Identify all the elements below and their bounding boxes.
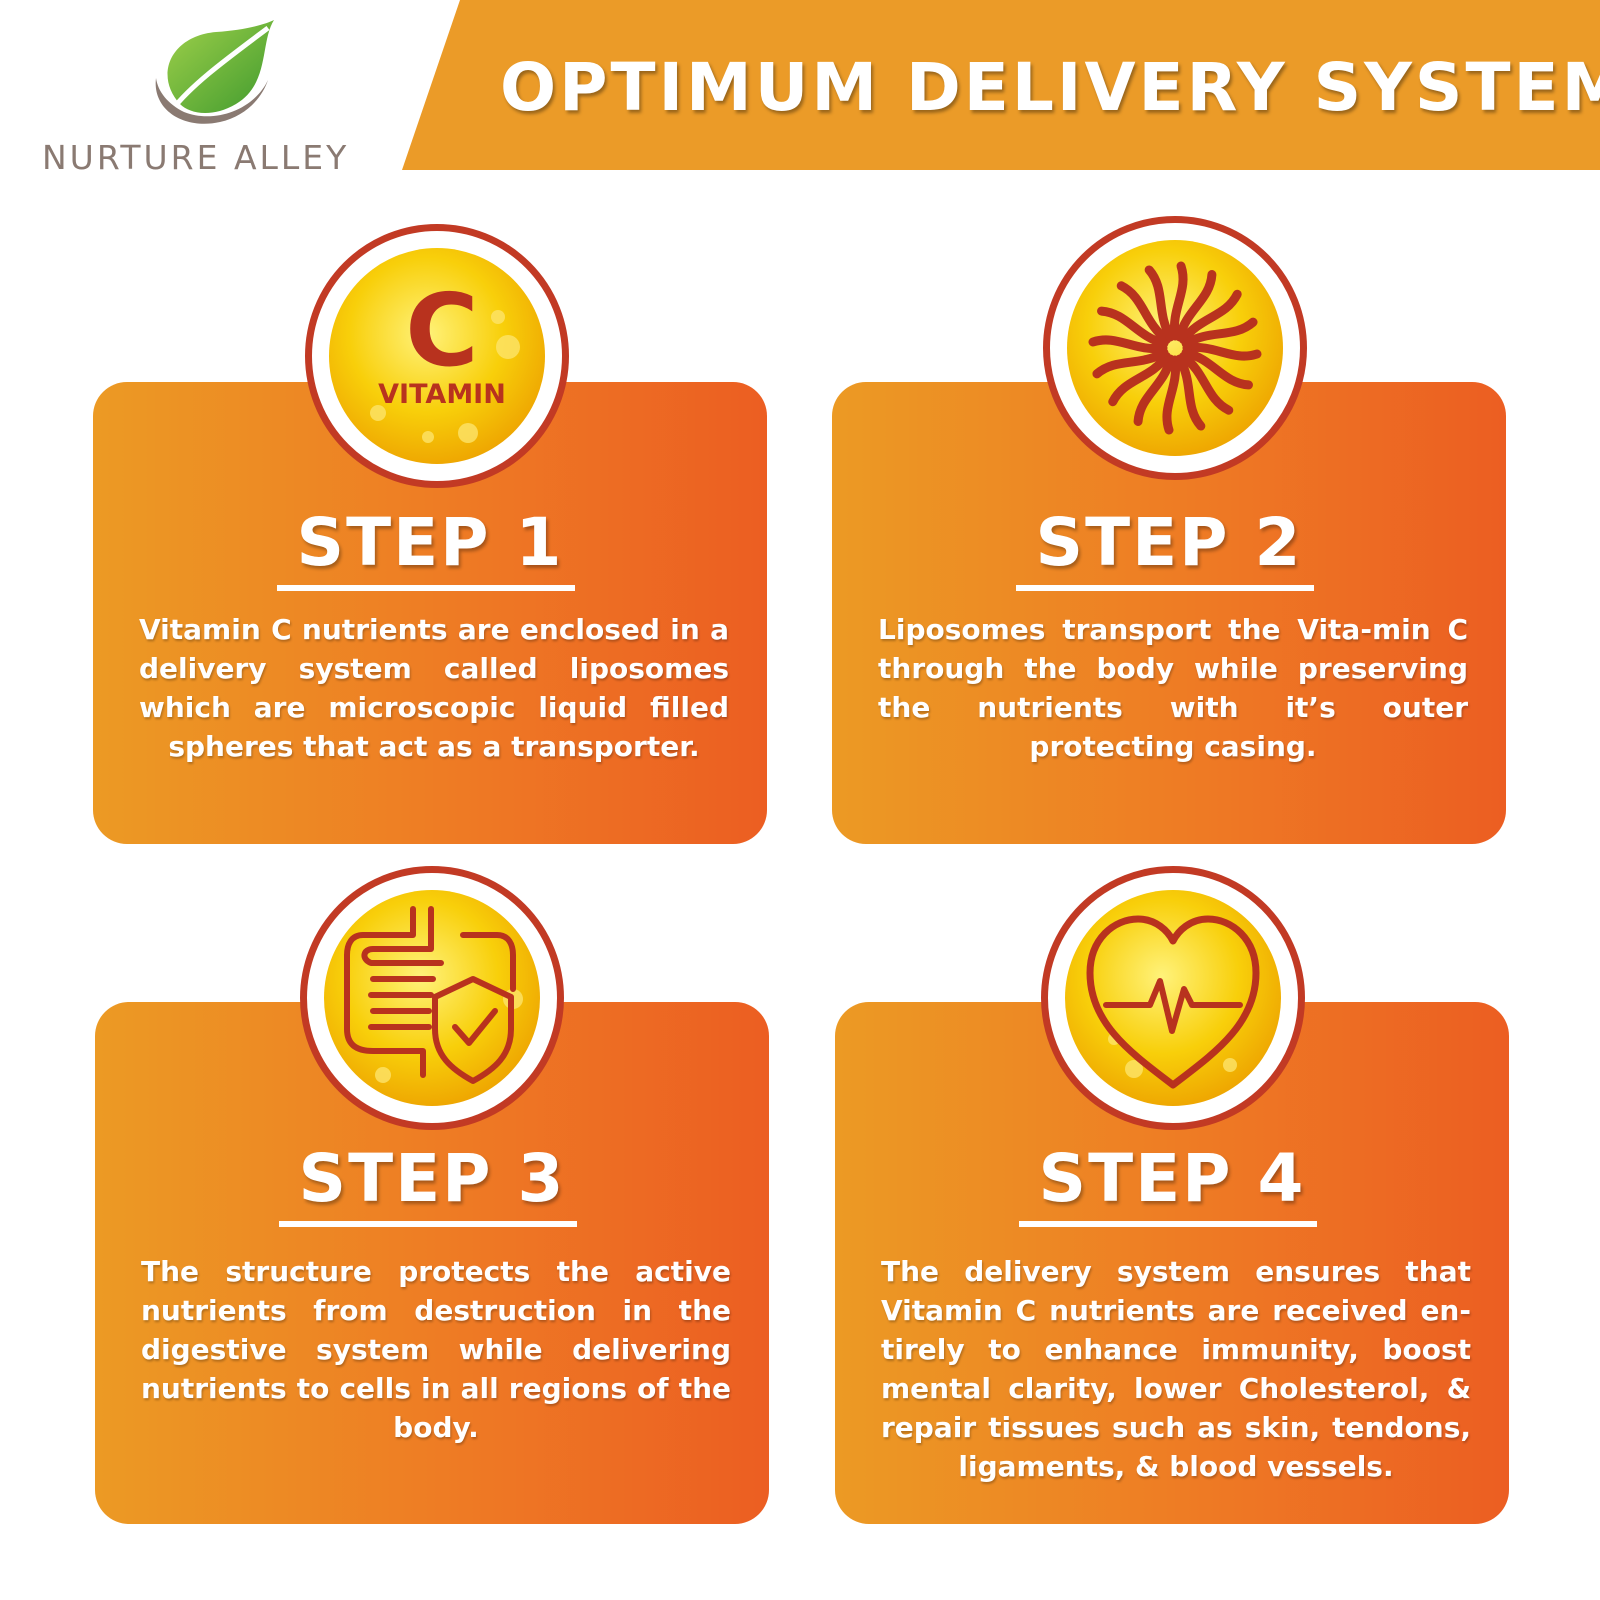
leaf-swoosh-icon — [155, 20, 274, 124]
step-card-1: STEP 1 Vitamin C nutrients are enclosed … — [93, 382, 767, 844]
step-title: STEP 1 — [296, 504, 564, 581]
swirl-arm — [1181, 317, 1258, 348]
step-underline — [279, 1221, 577, 1227]
step-2-badge — [1043, 216, 1307, 480]
brand-name: NURTURE ALLEY — [42, 138, 350, 177]
swirl-icon — [1067, 240, 1283, 456]
swirl-arm — [1182, 342, 1262, 361]
swirl-arm — [1175, 270, 1217, 342]
swirl-arm — [1088, 335, 1168, 354]
step-4-badge — [1041, 866, 1305, 1130]
header-banner — [402, 0, 1600, 170]
heart-pulse-icon — [1065, 890, 1281, 1106]
step-1-badge: C VITAMIN — [305, 224, 569, 488]
swirl-arm — [1108, 351, 1172, 407]
step-underline — [277, 585, 575, 591]
page-title: OPTIMUM DELIVERY SYSTEM — [500, 49, 1600, 126]
step-title: STEP 3 — [298, 1140, 566, 1217]
swirl-arm — [1181, 348, 1253, 390]
swirl-arm — [1097, 306, 1169, 348]
intestine-shield-icon — [324, 890, 540, 1106]
swirl-arm — [1162, 355, 1181, 435]
swirl-arm — [1175, 354, 1206, 431]
step-3-badge — [300, 866, 564, 1130]
step-title: STEP 2 — [1035, 504, 1303, 581]
swirl-arm — [1116, 281, 1172, 345]
vitamin-label: VITAMIN — [378, 379, 506, 410]
swirl-arm — [1169, 261, 1188, 341]
swirl-arm — [1178, 289, 1242, 345]
swirl-arm — [1178, 351, 1234, 415]
step-title: STEP 4 — [1038, 1140, 1306, 1217]
swirl-arm — [1144, 265, 1175, 342]
step-underline — [1019, 1221, 1317, 1227]
step-description: Vitamin C nutrients are enclosed in a de… — [139, 613, 729, 763]
step-description: The structure protects the active nutrie… — [141, 1255, 731, 1444]
vitamin-c-icon: C VITAMIN — [329, 248, 545, 464]
step-underline — [1016, 585, 1314, 591]
step-description: Liposomes transport the Vita-min C throu… — [878, 613, 1468, 763]
swirl-arm — [1092, 348, 1169, 379]
swirl-arm — [1133, 354, 1175, 426]
vitamin-letter: C — [405, 272, 478, 389]
step-description: The delivery system ensures that Vitamin… — [881, 1255, 1471, 1483]
